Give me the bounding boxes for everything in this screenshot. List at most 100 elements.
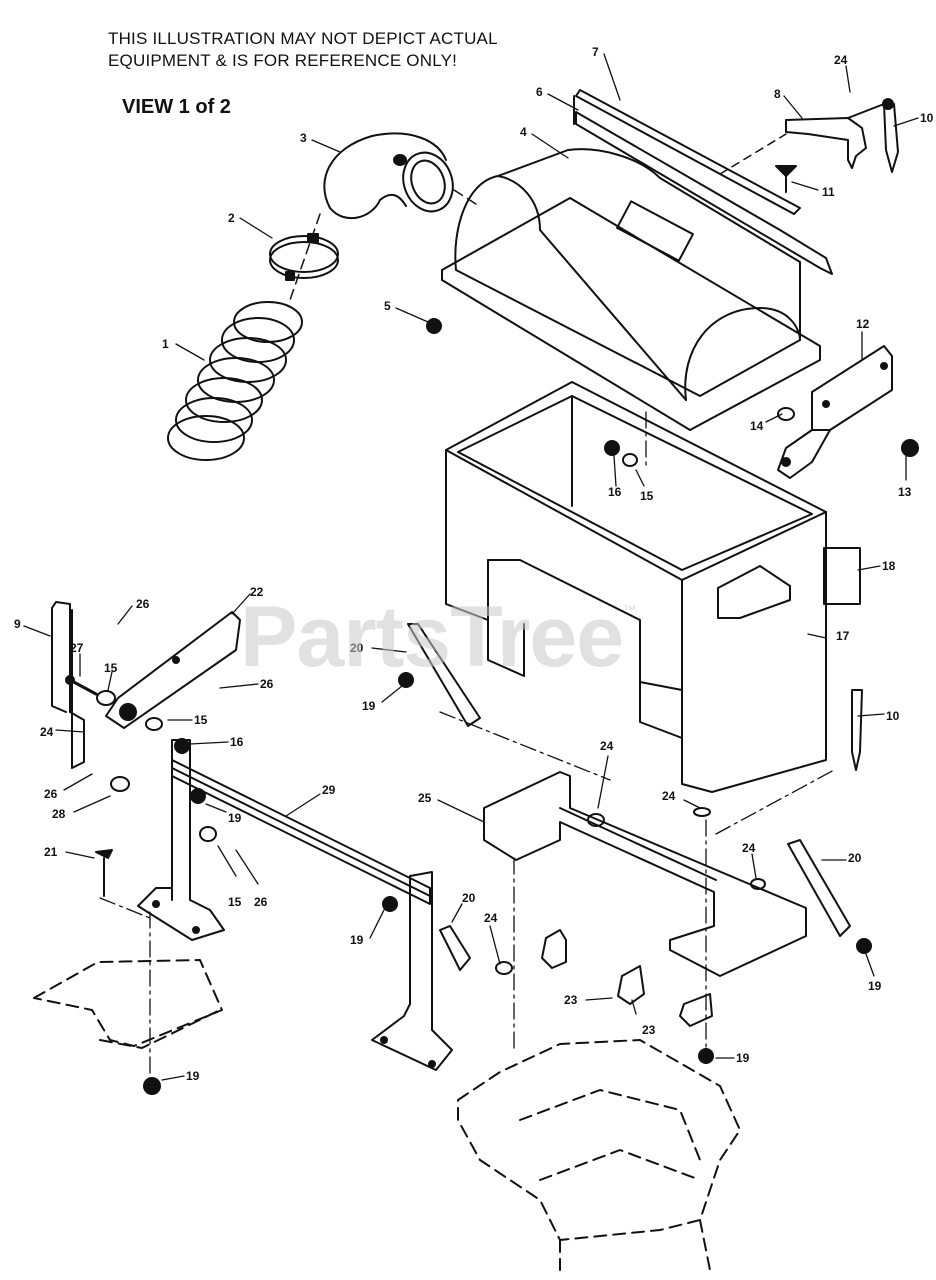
svg-text:11: 11 <box>822 185 835 199</box>
callout-6: 6 <box>536 85 579 111</box>
assembly-centerlines <box>99 411 835 1083</box>
callout-28: 28 <box>52 795 111 821</box>
svg-text:7: 7 <box>592 45 599 59</box>
svg-text:22: 22 <box>250 585 264 599</box>
callout-19-bottom-right: 19 <box>715 1051 750 1065</box>
watermark: PartsTree™ <box>240 588 637 687</box>
callout-25: 25 <box>418 791 485 823</box>
part-hardware <box>65 672 872 1095</box>
svg-text:19: 19 <box>228 811 242 825</box>
callout-10-top: 10 <box>893 111 934 127</box>
part-decal <box>823 547 861 605</box>
callouts: 1 2 3 4 5 6 7 8 10 11 12 13 14 15 16 17 … <box>14 45 934 1083</box>
callout-17: 17 <box>807 629 850 643</box>
svg-text:16: 16 <box>230 735 244 749</box>
svg-text:17: 17 <box>836 629 850 643</box>
svg-text:12: 12 <box>856 317 870 331</box>
svg-text:19: 19 <box>362 699 376 713</box>
part-cross-member <box>483 771 807 977</box>
part-pedestal-right <box>371 871 453 1071</box>
callout-29: 29 <box>285 783 336 817</box>
svg-text:23: 23 <box>642 1023 656 1037</box>
part-left-frame <box>51 601 85 769</box>
svg-text:3: 3 <box>300 131 307 145</box>
disclaimer-line-2: EQUIPMENT & IS FOR REFERENCE ONLY! <box>108 51 458 70</box>
part-bracket-8 <box>785 103 885 169</box>
part-screw-11 <box>775 165 797 193</box>
svg-text:23: 23 <box>564 993 578 1007</box>
part-link-plate-22 <box>105 611 241 729</box>
svg-text:19: 19 <box>186 1069 200 1083</box>
svg-text:10: 10 <box>920 111 934 125</box>
svg-text:15: 15 <box>640 489 654 503</box>
callout-23-b: 23 <box>631 999 656 1037</box>
callout-26-mid: 26 <box>219 677 274 691</box>
callout-24-right-b: 24 <box>742 841 757 879</box>
callout-20-right: 20 <box>821 851 862 865</box>
svg-text:15: 15 <box>104 661 118 675</box>
callout-24-top: 24 <box>834 53 851 93</box>
svg-text:25: 25 <box>418 791 432 805</box>
part-washer-14 <box>777 407 795 421</box>
callout-19-upper: 19 <box>362 685 403 713</box>
part-elbow <box>289 132 477 301</box>
svg-text:20: 20 <box>848 851 862 865</box>
svg-text:24: 24 <box>484 911 498 925</box>
callout-2: 2 <box>228 211 273 239</box>
callout-12: 12 <box>856 317 870 361</box>
svg-text:18: 18 <box>882 559 896 573</box>
part-latch-lower <box>851 689 863 771</box>
svg-text:29: 29 <box>322 783 336 797</box>
callout-22: 22 <box>231 585 264 615</box>
dashed-mounting-outlines <box>33 959 741 1271</box>
svg-text:26: 26 <box>44 787 58 801</box>
callout-19-bottom-left: 19 <box>161 1069 200 1083</box>
callout-16-left: 16 <box>189 735 244 749</box>
svg-text:16: 16 <box>608 485 622 499</box>
callout-10-lower: 10 <box>857 709 900 723</box>
part-clips <box>541 929 713 1027</box>
svg-text:14: 14 <box>750 419 764 433</box>
view-label: VIEW 1 of 2 <box>122 96 231 118</box>
part-bolt-21 <box>95 849 113 897</box>
svg-text:26: 26 <box>136 597 150 611</box>
callout-27: 27 <box>70 641 84 677</box>
callout-15-box: 15 <box>635 469 654 503</box>
svg-text:20: 20 <box>462 891 476 905</box>
svg-text:13: 13 <box>898 485 912 499</box>
svg-text:24: 24 <box>40 725 54 739</box>
svg-text:6: 6 <box>536 85 543 99</box>
callout-20-lower: 20 <box>451 891 476 923</box>
callout-7: 7 <box>592 45 621 101</box>
svg-text:26: 26 <box>254 895 268 909</box>
callout-9: 9 <box>14 617 51 637</box>
callout-19-right: 19 <box>865 953 882 993</box>
part-clamp <box>269 233 339 281</box>
callout-13: 13 <box>898 455 912 499</box>
part-washer-15a <box>622 453 638 467</box>
svg-text:15: 15 <box>228 895 242 909</box>
callout-16-box: 16 <box>608 455 622 499</box>
part-hose <box>167 301 303 461</box>
callout-24-lower: 24 <box>484 911 501 965</box>
callout-23-a: 23 <box>564 993 613 1007</box>
part-hopper-box <box>445 381 827 793</box>
callout-21: 21 <box>44 845 95 859</box>
svg-text:2: 2 <box>228 211 235 225</box>
svg-text:4: 4 <box>520 125 527 139</box>
svg-text:19: 19 <box>868 979 882 993</box>
callout-4: 4 <box>520 125 569 159</box>
callout-15-a: 15 <box>104 661 118 691</box>
callout-20-upper: 20 <box>350 641 407 655</box>
callout-24-right-a: 24 <box>662 789 701 809</box>
callout-19-lower: 19 <box>350 909 385 947</box>
svg-text:24: 24 <box>662 789 676 803</box>
svg-text:27: 27 <box>70 641 84 655</box>
watermark-text: PartsTree <box>240 589 624 685</box>
callout-8: 8 <box>774 87 803 119</box>
svg-text:19: 19 <box>350 933 364 947</box>
svg-text:24: 24 <box>742 841 756 855</box>
svg-text:24: 24 <box>834 53 848 67</box>
callout-26-top: 26 <box>117 597 150 625</box>
svg-text:24: 24 <box>600 739 614 753</box>
